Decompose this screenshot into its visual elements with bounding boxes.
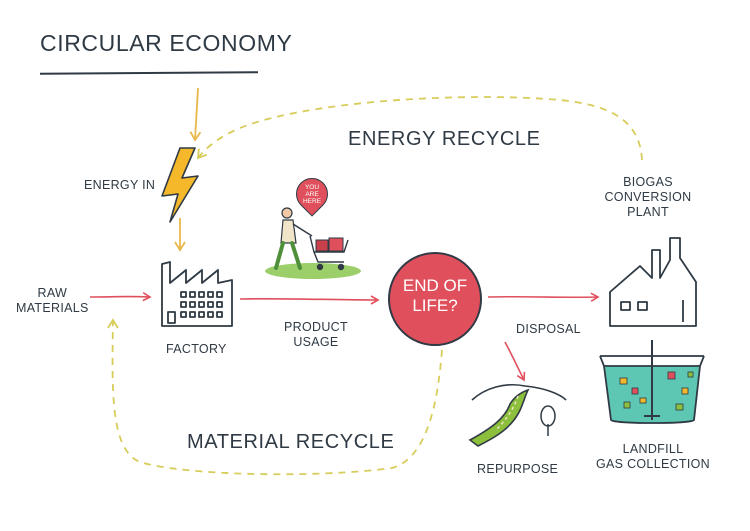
repurpose-label: REPURPOSE	[477, 462, 559, 476]
raw-materials-label: RAW MATERIALS	[16, 286, 89, 315]
material-recycle-label: MATERIAL RECYCLE	[187, 431, 395, 453]
energy-recycle-arrow	[196, 96, 643, 161]
repurpose-road-icon	[468, 384, 567, 447]
landfill-tank-icon	[599, 340, 705, 424]
page-title: CIRCULAR ECONOMY	[40, 30, 293, 56]
biogas-plant-icon	[609, 237, 697, 327]
material-recycle-arrow	[107, 318, 443, 476]
end-of-life-circle	[388, 252, 482, 346]
shopper-illustration	[265, 207, 361, 279]
energy-in-arrow-top	[189, 87, 202, 142]
energy-recycle-label: ENERGY RECYCLE	[348, 128, 541, 150]
lightning-bolt-icon	[161, 147, 199, 223]
repurpose-arrow	[504, 341, 526, 382]
energy-in-label: ENERGY IN	[84, 178, 156, 192]
end-of-life-label: END OF LIFE?	[402, 276, 468, 315]
factory-label: FACTORY	[166, 342, 227, 356]
product-usage-label: PRODUCT USAGE	[284, 320, 348, 349]
you-are-here-label: YOU ARE HERE	[302, 184, 322, 206]
factory-icon	[161, 261, 233, 327]
biogas-plant-label: BIOGAS CONVERSION PLANT	[604, 175, 692, 219]
landfill-gas-collection-label: LANDFILL GAS COLLECTION	[596, 442, 710, 471]
factory-to-end-of-life-arrow	[239, 295, 380, 305]
disposal-arrow	[487, 292, 600, 302]
disposal-label: DISPOSAL	[516, 322, 581, 336]
